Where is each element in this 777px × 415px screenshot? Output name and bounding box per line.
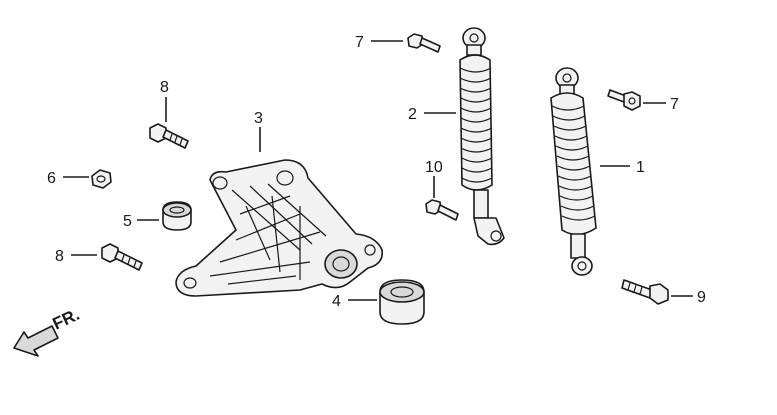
upper-bolt-right (607, 89, 641, 111)
callout-10: 10 (425, 159, 443, 176)
callout-2: 2 (408, 106, 417, 123)
callout-numbers: 1 2 3 4 5 6 7 7 8 8 9 10 (47, 34, 706, 310)
pivot-bushing-large (379, 279, 425, 325)
rear-fork-bracket (175, 159, 384, 297)
shock-absorber-left (459, 27, 505, 246)
callout-1: 1 (636, 159, 645, 176)
callout-5: 5 (123, 213, 132, 230)
fr-label: FR. (50, 305, 83, 334)
lower-bolt-left (425, 199, 459, 221)
bushing-small (162, 201, 192, 231)
spring-coils-right (551, 105, 596, 221)
front-arrow-icon (13, 325, 59, 357)
nut (91, 169, 112, 189)
bracket-ribs (209, 183, 327, 285)
leader-lines (63, 40, 693, 301)
callout-7a: 7 (355, 34, 364, 51)
callout-8a: 8 (160, 79, 169, 96)
lower-bolt-right (621, 279, 669, 305)
bolt-lower (101, 243, 143, 271)
callout-3: 3 (254, 110, 263, 127)
bolt-upper (149, 123, 189, 149)
callout-9: 9 (697, 289, 706, 306)
callout-8b: 8 (55, 248, 64, 265)
callout-7b: 7 (670, 96, 679, 113)
front-direction-indicator: FR. (13, 305, 83, 357)
upper-bolt-left (407, 33, 441, 53)
callout-6: 6 (47, 170, 56, 187)
callout-4: 4 (332, 293, 341, 310)
spring-coils-left (459, 67, 493, 183)
shock-absorber-right (550, 67, 597, 276)
